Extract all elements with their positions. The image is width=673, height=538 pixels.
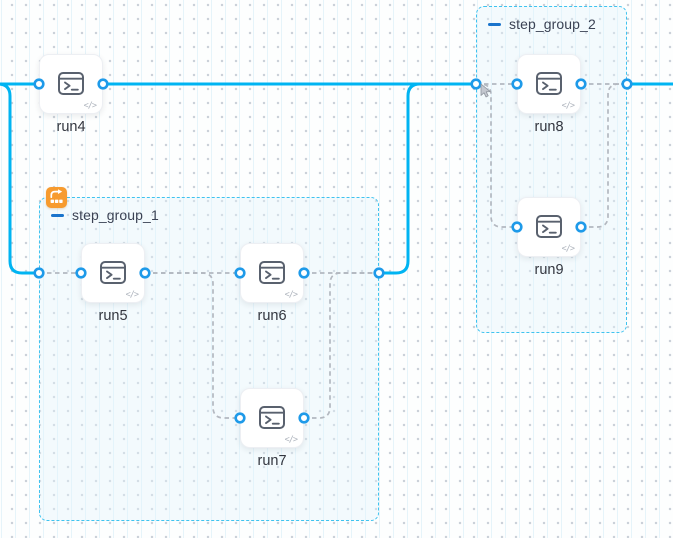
port-run5-in[interactable] — [75, 267, 87, 279]
port-run5-out[interactable] — [139, 267, 151, 279]
terminal-icon — [100, 260, 126, 284]
port-run7-out[interactable] — [298, 412, 310, 424]
node-label: run8 — [534, 119, 564, 135]
collapse-group-button[interactable] — [488, 18, 501, 31]
group-header: step_group_2 — [488, 16, 596, 32]
task-node-run7[interactable]: </> run7 — [240, 388, 304, 469]
mouse-cursor-icon — [480, 83, 491, 98]
port-run8-out[interactable] — [575, 78, 587, 90]
terminal-icon — [536, 71, 562, 95]
step-group-step_group_1[interactable]: step_group_1 — [39, 187, 379, 521]
terminal-icon — [259, 260, 285, 284]
loop-badge — [46, 187, 67, 208]
code-icon: </> — [125, 290, 139, 300]
port-run7-in[interactable] — [234, 412, 246, 424]
terminal-icon — [259, 405, 285, 429]
code-icon: </> — [561, 244, 575, 254]
port-run9-out[interactable] — [575, 221, 587, 233]
port-step_group_1-in[interactable] — [33, 267, 45, 279]
port-step_group_1-out[interactable] — [373, 267, 385, 279]
code-icon: </> — [561, 101, 575, 111]
edge-step_group_1-to-step_group_2[interactable] — [377, 82, 446, 275]
edge-run5-to-run7[interactable] — [145, 272, 240, 419]
edge-run7-to-step_group_1-out[interactable] — [304, 272, 379, 419]
port-run9-in[interactable] — [511, 221, 523, 233]
port-run6-in[interactable] — [234, 267, 246, 279]
edge-run9-to-step_group_2-out[interactable] — [581, 83, 627, 228]
group-title: step_group_2 — [509, 16, 596, 32]
task-node-run4[interactable]: </> run4 — [39, 54, 103, 135]
node-label: run5 — [98, 308, 128, 324]
node-label: run6 — [257, 308, 287, 324]
terminal-icon — [536, 214, 562, 238]
edge-step_group_2-in-to-run9[interactable] — [476, 83, 517, 228]
terminal-icon — [58, 71, 84, 95]
port-step_group_2-out[interactable] — [621, 78, 633, 90]
port-run6-out[interactable] — [298, 267, 310, 279]
code-icon: </> — [284, 435, 298, 445]
loop-icon — [50, 189, 63, 203]
node-label: run9 — [534, 262, 564, 278]
node-label: run4 — [56, 119, 86, 135]
edge-source-to-step_group_1[interactable] — [0, 82, 41, 275]
port-run8-in[interactable] — [511, 78, 523, 90]
port-step_group_2-in[interactable] — [470, 78, 482, 90]
node-label: run7 — [257, 453, 287, 469]
code-icon: </> — [83, 101, 97, 111]
code-icon: </> — [284, 290, 298, 300]
collapse-group-button[interactable] — [51, 209, 64, 222]
port-run4-out[interactable] — [97, 78, 109, 90]
group-header: step_group_1 — [51, 207, 159, 223]
port-run4-in[interactable] — [33, 78, 45, 90]
group-title: step_group_1 — [72, 207, 159, 223]
